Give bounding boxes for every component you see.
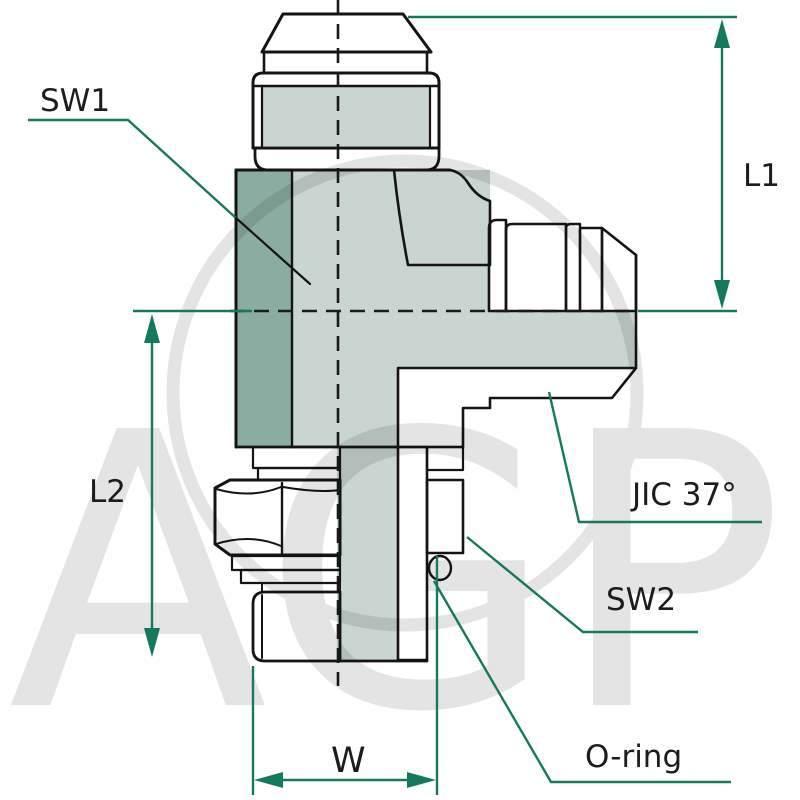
dimension-l2 <box>133 309 252 657</box>
label-sw2: SW2 <box>606 582 676 618</box>
label-l1: L1 <box>743 158 780 194</box>
labels: SW1 L1 L2 JIC 37° SW2 O-ring W <box>40 83 780 781</box>
watermark-circle <box>166 154 644 632</box>
dimension-w <box>251 556 439 795</box>
centerlines <box>230 0 638 686</box>
label-oring: O-ring <box>585 739 682 775</box>
label-l2: L2 <box>89 474 126 510</box>
male-stud <box>251 590 342 663</box>
top-jic-end <box>251 12 441 172</box>
dimension-l1 <box>408 15 737 313</box>
locknut-section <box>425 478 465 555</box>
leader-sw2 <box>466 536 698 634</box>
watermark-text: AGP <box>8 352 785 795</box>
watermark: AGP <box>8 154 785 795</box>
o-ring-section <box>427 554 453 582</box>
label-sw1: SW1 <box>40 83 110 119</box>
dimensions <box>28 15 762 795</box>
main-body <box>234 168 636 661</box>
bottom-stud-assembly <box>213 445 453 663</box>
fitting-body <box>213 12 638 663</box>
label-w: W <box>331 741 366 781</box>
leader-oring <box>432 580 731 784</box>
label-jic: JIC 37° <box>630 477 737 513</box>
leader-jic <box>547 391 762 524</box>
leader-sw1 <box>28 118 312 286</box>
